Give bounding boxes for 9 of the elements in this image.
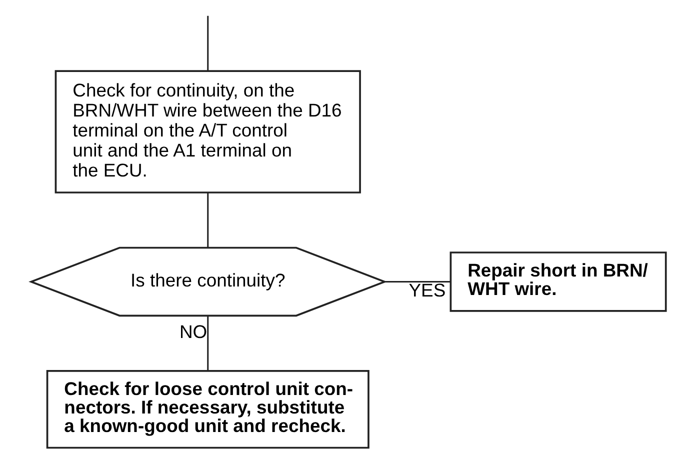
edge-label: YES: [408, 279, 446, 300]
node-box: Check for continuity, on the BRN/WHT wire between the D16 terminal on the A/T control unit and the A1 terminal on the ECU.: [54, 70, 361, 194]
connector: [207, 16, 209, 72]
edge-label: NO: [179, 321, 208, 342]
connector: [385, 280, 450, 282]
node-box: Repair short in BRN/ WHT wire.: [450, 252, 667, 312]
connector: [207, 192, 209, 248]
connector: [207, 316, 209, 371]
node-box: Check for loose control unit con- nectors. If necessary, substitute a known-good unit and recheck.: [46, 370, 370, 449]
